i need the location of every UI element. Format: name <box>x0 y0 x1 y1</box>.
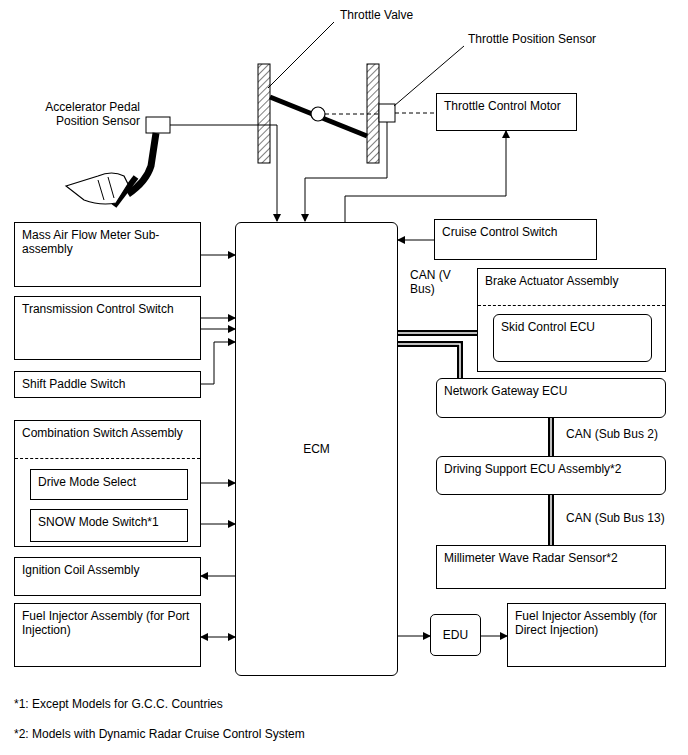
switch-box: Transmission Control Switch <box>14 296 201 360</box>
dashed-divider <box>15 458 200 459</box>
arrow-path <box>345 131 506 222</box>
node-text: EDU <box>443 628 468 642</box>
switch-box: Cruise Control Switch <box>434 219 597 260</box>
node-text: Driving Support ECU Assembly*2 <box>444 462 658 476</box>
arrow-path <box>481 636 507 637</box>
dashed-divider <box>478 305 665 306</box>
node-text: Cruise Control Switch <box>442 225 589 239</box>
arrow-path <box>201 255 235 256</box>
bus-label: CAN (Sub Bus 2) <box>566 427 658 441</box>
sensor-box: Millimeter Wave Radar Sensor*2 <box>436 545 666 589</box>
actuator-box: Ignition Coil Assembly <box>14 557 201 596</box>
bus-outer <box>548 418 554 456</box>
can-bus-line <box>551 495 552 545</box>
callout-label: Throttle Position Sensor <box>468 32 596 46</box>
arrow-path <box>398 636 430 637</box>
bus-outer <box>398 344 460 378</box>
signal-arrow <box>201 342 235 384</box>
can-bus-line <box>398 344 460 378</box>
node-text: Millimeter Wave Radar Sensor*2 <box>444 551 658 565</box>
actuator-box: Fuel Injector Assembly (for Direct Injec… <box>507 603 666 667</box>
shaft-line <box>325 114 381 115</box>
arrow-path <box>201 318 235 319</box>
node-text: Combination Switch Assembly <box>22 426 193 440</box>
throttle-body-wall <box>258 64 270 163</box>
arrow-path <box>398 240 434 241</box>
sensor-box: Mass Air Flow Meter Sub-assembly <box>14 222 201 287</box>
assembly-box: Combination Switch AssemblyDrive Mode Se… <box>14 420 201 547</box>
node-text: Shift Paddle Switch <box>22 377 193 391</box>
signal-arrow <box>398 636 430 637</box>
signal-arrow <box>201 576 235 577</box>
throttle-shaft <box>311 107 325 121</box>
arrow-path <box>201 329 235 330</box>
signal-arrow <box>398 240 434 241</box>
node-text: Throttle Control Motor <box>444 99 569 113</box>
node-text: Fuel Injector Assembly (for Port Injecti… <box>22 609 193 637</box>
foot <box>66 173 128 204</box>
node-text: Transmission Control Switch <box>22 302 193 316</box>
actuator-box: Throttle Control Motor <box>436 93 577 131</box>
node-text: Network Gateway ECU <box>444 384 658 398</box>
actuator-box: Fuel Injector Assembly (for Port Injecti… <box>14 603 201 667</box>
can-bus-line <box>551 418 552 456</box>
switch-box: Shift Paddle Switch <box>14 371 201 398</box>
sensor-wire <box>305 122 387 221</box>
foot-detail <box>98 177 114 200</box>
leader-line <box>268 22 334 88</box>
bus-label: CAN (V Bus) <box>410 268 462 296</box>
signal-arrow <box>201 318 235 319</box>
node-text: Skid Control ECU <box>501 320 644 334</box>
bus-label: CAN (Sub Bus 13) <box>566 511 665 525</box>
throttle-valve-plate <box>270 97 367 136</box>
shaft-line <box>395 113 436 114</box>
footnote: *1: Except Models for G.C.C. Countries <box>14 697 223 711</box>
switch-box: SNOW Mode Switch*1 <box>30 509 188 542</box>
callout-label: Accelerator Pedal Position Sensor <box>22 100 140 128</box>
signal-arrow <box>201 329 235 330</box>
assembly-box: Brake Actuator AssemblySkid Control ECU <box>477 268 666 372</box>
switch-box: Drive Mode Select <box>30 469 188 500</box>
node-text: Brake Actuator Assembly <box>485 274 658 288</box>
node-text: Drive Mode Select <box>38 475 180 489</box>
signal-arrow <box>201 255 235 256</box>
callout-label: Throttle Valve <box>340 8 413 22</box>
ecu-box: Driving Support ECU Assembly*2 <box>436 456 666 495</box>
bus-inner <box>550 495 552 545</box>
node-text: Fuel Injector Assembly (for Direct Injec… <box>515 609 658 637</box>
node-text: Ignition Coil Assembly <box>22 563 193 577</box>
accelerator-pedal-sensor <box>146 117 170 133</box>
arrow-path <box>201 576 235 577</box>
node-text: ECM <box>303 442 330 456</box>
sensor-wire <box>170 125 277 221</box>
signal-arrow <box>345 131 506 222</box>
ecu-box: Skid Control ECU <box>493 314 652 362</box>
signal-arrow <box>201 637 235 638</box>
ecu-box: ECM <box>235 222 398 676</box>
bus-inner <box>398 344 460 378</box>
footnote: *2: Models with Dynamic Radar Cruise Con… <box>14 727 305 741</box>
bus-inner <box>550 418 552 456</box>
throttle-position-sensor <box>379 104 395 122</box>
signal-arrow <box>481 636 507 637</box>
ecu-box: Network Gateway ECU <box>436 378 666 418</box>
arrow-path <box>201 637 235 638</box>
arrow-path <box>201 342 235 384</box>
node-text: SNOW Mode Switch*1 <box>38 515 180 529</box>
bus-outer <box>548 495 554 545</box>
node-text: Mass Air Flow Meter Sub-assembly <box>22 228 193 256</box>
driver-box: EDU <box>430 614 481 656</box>
